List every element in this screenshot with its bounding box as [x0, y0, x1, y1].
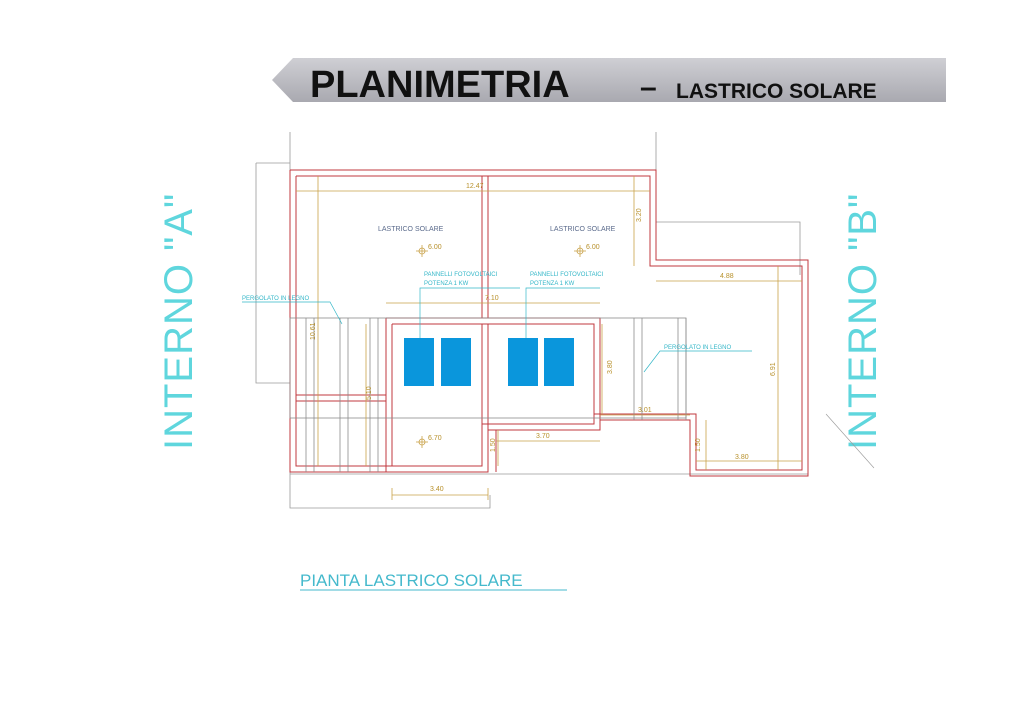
walls — [289, 169, 809, 477]
level-marker-right — [574, 245, 586, 257]
solar-panel — [544, 338, 574, 386]
level-marker-bottom — [416, 436, 428, 448]
dim-right-height: 6.91 — [770, 362, 777, 376]
dim-bottom-left-width: 3.40 — [430, 486, 444, 493]
leader-line — [825, 413, 875, 469]
level-left: 6.00 — [428, 244, 442, 251]
pannelli-right-line2: POTENZA 1 KW — [530, 281, 575, 287]
dimension-lines — [296, 176, 802, 500]
dim-bottom-center-width: 3.70 — [536, 433, 550, 440]
solar-panels — [404, 338, 574, 386]
outer-outline — [255, 132, 808, 509]
pannelli-annotations: PANNELLI FOTOVOLTAICI POTENZA 1 KW PANNE… — [242, 272, 752, 373]
dim-left-height: 10.61 — [310, 322, 317, 340]
interno-b-label: INTERNO "B" — [841, 193, 885, 450]
solar-panel — [404, 338, 434, 386]
pannelli-left-line2: POTENZA 1 KW — [424, 281, 469, 287]
dim-center-width: 7.10 — [485, 295, 499, 302]
page-subtitle: LASTRICO SOLARE — [676, 80, 877, 103]
pergolato-structure — [289, 317, 687, 472]
pergolato-right-label: PERGOLATO IN LEGNO — [664, 345, 731, 351]
dim-bottom-right-width: 3.80 — [735, 454, 749, 461]
lastrico-left-label: LASTRICO SOLARE — [378, 226, 444, 233]
page-title: PLANIMETRIA — [310, 64, 570, 106]
level-bottom: 6.70 — [428, 435, 442, 442]
solar-panel — [508, 338, 538, 386]
pannelli-right-line1: PANNELLI FOTOVOLTAICI — [530, 272, 604, 278]
plan-caption: PIANTA LASTRICO SOLARE — [300, 571, 523, 590]
lastrico-right-label: LASTRICO SOLARE — [550, 226, 616, 233]
dim-bottom-small-height: 1.50 — [490, 438, 497, 452]
dim-right-block-width: 4.88 — [720, 273, 734, 280]
dim-left-inner-height: 5.10 — [366, 386, 373, 400]
dim-center-height: 3.80 — [607, 360, 614, 374]
header-band — [272, 58, 946, 102]
dim-small-width: 3.01 — [638, 407, 652, 414]
dim-bottom-right-height: 1.50 — [695, 438, 702, 452]
pannelli-left-line1: PANNELLI FOTOVOLTAICI — [424, 272, 498, 278]
interno-a-label: INTERNO "A" — [157, 193, 201, 450]
header-banner: PLANIMETRIA – LASTRICO SOLARE — [272, 58, 946, 106]
level-right: 6.00 — [586, 244, 600, 251]
pergolato-left-label: PERGOLATO IN LEGNO — [242, 296, 309, 302]
dim-top-width: 12.47 — [466, 183, 484, 190]
room-labels: LASTRICO SOLARE LASTRICO SOLARE 6.00 6.0… — [378, 226, 616, 448]
level-marker-left — [416, 245, 428, 257]
dimension-labels: 12.47 3.20 7.10 4.88 10.61 6.91 5.10 3.8… — [310, 183, 777, 493]
dim-right-top-height: 3.20 — [636, 208, 643, 222]
title-dash: – — [640, 71, 657, 104]
solar-panel — [441, 338, 471, 386]
